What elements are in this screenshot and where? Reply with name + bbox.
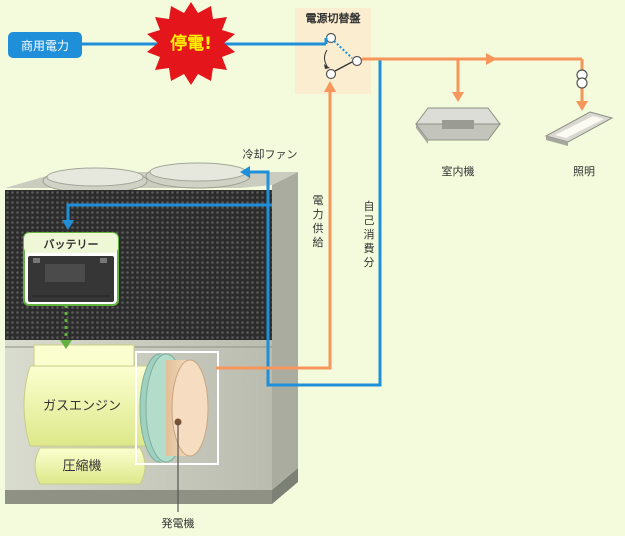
indoor-arrow-icon xyxy=(452,92,464,102)
battery-flow-arrow-icon xyxy=(62,220,74,230)
generator xyxy=(135,351,219,512)
switchboard-title: 電源切替盤 xyxy=(306,11,362,25)
battery-label: バッテリー xyxy=(44,238,99,251)
battery-arrow-icon xyxy=(60,340,72,349)
switch-terminal-generator xyxy=(325,68,337,80)
svg-text:分: 分 xyxy=(364,256,375,269)
indoor-unit-icon xyxy=(415,107,501,144)
svg-text:消: 消 xyxy=(364,227,375,241)
self-consumption-label: 自 己 消 費 分 xyxy=(364,200,375,269)
power-supply-label: 電 力 供 給 xyxy=(313,194,324,249)
supply-arrow-icon xyxy=(324,81,336,92)
fan-right-icon xyxy=(145,162,251,189)
svg-text:供: 供 xyxy=(313,221,324,235)
power-switchboard xyxy=(295,8,371,94)
lighting-label: 照明 xyxy=(573,165,595,178)
load-flow-arrow-icon xyxy=(486,53,497,65)
svg-text:己: 己 xyxy=(364,214,375,227)
battery-box xyxy=(23,232,119,306)
svg-text:給: 給 xyxy=(313,235,324,249)
utility-power-label: 商用電力 xyxy=(21,38,69,53)
svg-text:電: 電 xyxy=(313,194,324,207)
utility-power-box xyxy=(8,32,82,58)
compressor xyxy=(34,447,146,485)
gas-engine-label: ガスエンジン xyxy=(43,399,121,414)
fan-left-icon xyxy=(42,167,148,194)
compressor-label: 圧縮機 xyxy=(62,458,101,474)
lighting-arrow-icon xyxy=(576,101,588,111)
cooling-fan-label: 冷却ファン xyxy=(243,148,298,161)
lighting-icon xyxy=(544,111,614,146)
switch-common-terminal xyxy=(351,55,363,67)
fan-flow-arrow-icon xyxy=(240,166,250,178)
meter-icon xyxy=(576,69,588,89)
svg-text:費: 費 xyxy=(364,241,375,255)
orange-lines xyxy=(216,57,584,370)
outage-label: 停電! xyxy=(170,33,212,54)
indoor-unit-label: 室内機 xyxy=(442,164,475,178)
svg-text:力: 力 xyxy=(313,208,324,221)
outage-burst-icon xyxy=(147,2,235,85)
gas-engine xyxy=(23,344,155,447)
generator-label: 発電機 xyxy=(162,516,195,530)
svg-text:自: 自 xyxy=(364,200,375,213)
